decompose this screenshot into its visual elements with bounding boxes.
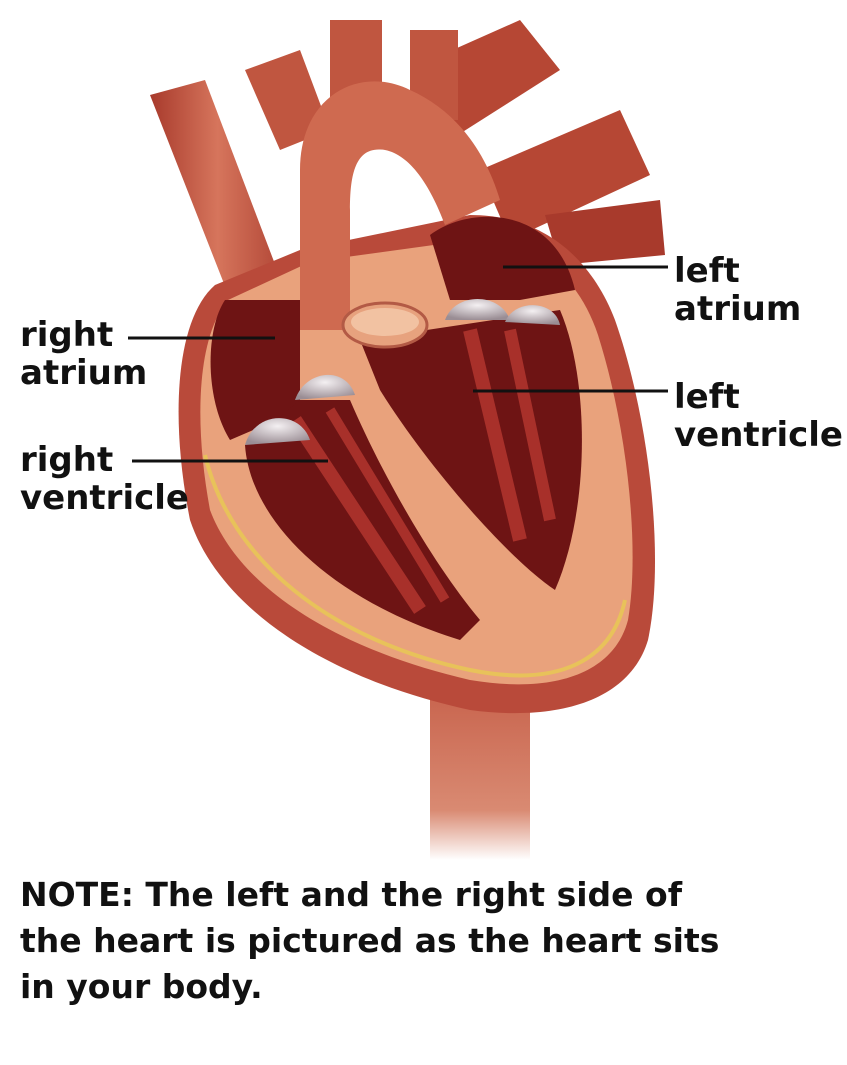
label-right-atrium: right atrium bbox=[20, 316, 147, 392]
heart-illustration bbox=[128, 20, 668, 860]
right-atrium-chamber bbox=[210, 300, 300, 440]
left-ventricle-chamber bbox=[360, 310, 582, 590]
label-right-ventricle-line-1: right bbox=[20, 440, 114, 480]
label-left-atrium-line-1: left bbox=[674, 251, 740, 291]
pulmonary-artery-branches bbox=[430, 20, 665, 265]
label-right-atrium-line-2: atrium bbox=[20, 353, 148, 393]
aortic-arch bbox=[300, 81, 500, 331]
label-right-atrium-line-1: right bbox=[20, 315, 114, 355]
label-left-ventricle-line-2: ventricle bbox=[674, 415, 843, 455]
pulmonary-valve bbox=[341, 301, 429, 349]
label-leader-lines bbox=[128, 265, 668, 463]
label-left-atrium-line-2: atrium bbox=[674, 289, 802, 329]
label-left-ventricle: left ventricle bbox=[674, 378, 843, 454]
label-left-ventricle-line-1: left bbox=[674, 377, 740, 417]
note-line-3: in your body. bbox=[20, 967, 263, 1006]
note-line-2: the heart is pictured as the heart sits bbox=[20, 921, 720, 960]
mitral-valve bbox=[445, 299, 560, 325]
diagram-note: NOTE: The left and the right side of the… bbox=[20, 872, 820, 1010]
note-line-1: NOTE: The left and the right side of bbox=[20, 875, 683, 914]
tricuspid-valve bbox=[245, 374, 355, 445]
label-left-atrium: left atrium bbox=[674, 252, 801, 328]
label-right-ventricle: right ventricle bbox=[20, 441, 189, 517]
label-right-ventricle-line-2: ventricle bbox=[20, 478, 189, 518]
left-atrium-chamber bbox=[430, 216, 575, 300]
